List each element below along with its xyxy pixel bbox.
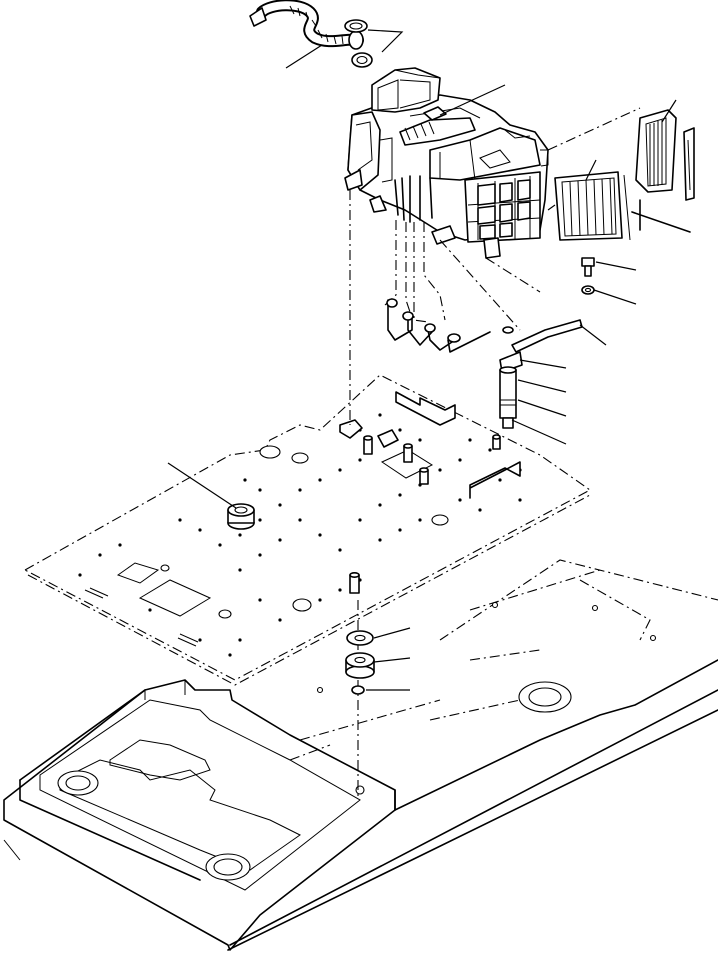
floor-opening-c <box>380 449 434 479</box>
leader-hose <box>285 44 323 69</box>
outer-filter <box>635 109 677 193</box>
floor-opening-b <box>138 579 212 617</box>
piping <box>349 190 541 425</box>
callout-leaders <box>167 29 677 691</box>
floor-rivets <box>78 413 522 657</box>
cab-frame <box>3 559 718 951</box>
floor-opening-a <box>116 562 160 584</box>
leader-washer <box>593 289 637 305</box>
floor-cushion-plate <box>227 503 255 530</box>
leader-drain-tube <box>579 324 607 346</box>
floor-studs <box>349 434 501 594</box>
drain-assembly <box>499 319 583 429</box>
leader-rubber-cushion <box>373 657 411 663</box>
fasteners <box>581 257 595 295</box>
lower-washer <box>351 685 365 695</box>
leader-drain-valve <box>517 399 567 417</box>
leader-valve-end <box>511 419 567 445</box>
blower-housing <box>347 111 381 191</box>
leader-outer-filter <box>661 99 677 123</box>
leader-clamps <box>367 29 404 53</box>
floor-bracket-right <box>469 461 521 499</box>
intake-duct <box>371 67 441 113</box>
bolt-head <box>581 257 595 267</box>
hose-assembly <box>249 0 373 68</box>
leader-floor-cushion <box>167 462 237 509</box>
leader-inner-filter <box>585 159 597 181</box>
filter-elements <box>547 107 695 241</box>
floor-bracket-rear <box>395 391 456 426</box>
frame-stud-hole <box>355 785 365 795</box>
center-mount-parts <box>345 600 375 800</box>
drain-valve <box>499 369 517 419</box>
leader-unit <box>439 84 506 116</box>
air-conditioner-unit <box>344 67 549 259</box>
leader-clamp-a <box>519 359 567 369</box>
leader-clamp-b <box>517 379 567 393</box>
leader-upper-washer <box>373 627 411 639</box>
leader-bolt <box>595 261 637 271</box>
floor-plate <box>23 374 592 686</box>
